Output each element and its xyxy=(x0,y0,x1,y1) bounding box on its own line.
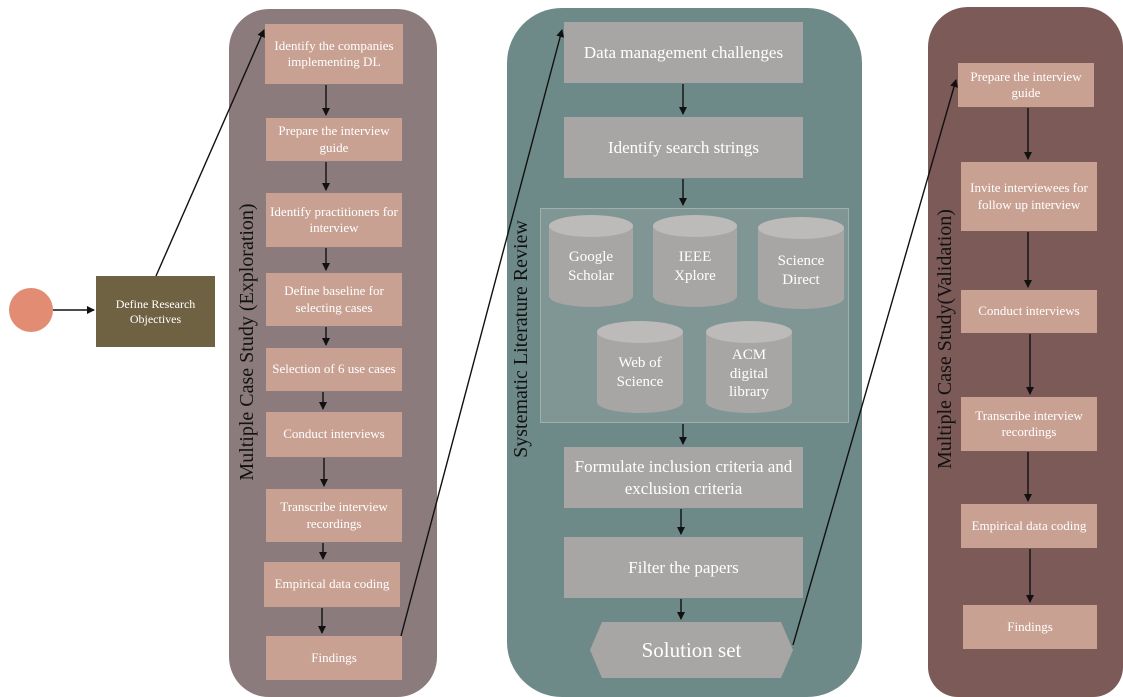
exploration-step-define-baseline: Define baseline for selecting cases xyxy=(266,273,402,326)
validation-step-data-coding: Empirical data coding xyxy=(961,504,1097,548)
exploration-step-prepare-guide: Prepare the interview guide xyxy=(266,118,402,161)
validation-step-prepare-guide: Prepare the interview guide xyxy=(958,63,1094,107)
database-cylinder-icon xyxy=(549,215,633,307)
exploration-step-identify-practitioners: Identify practitioners for interview xyxy=(266,193,402,247)
slr-title: Systematic Literature Review xyxy=(510,220,532,458)
exploration-step-findings: Findings xyxy=(266,636,402,680)
solution-set-shape xyxy=(590,622,793,678)
database-acm-digital-library: ACM digital library xyxy=(705,320,793,414)
validation-step-transcribe: Transcribe interview recordings xyxy=(961,397,1097,451)
validation-panel xyxy=(928,7,1123,697)
database-cylinder-icon xyxy=(706,321,792,413)
validation-title: Multiple Case Study(Validation) xyxy=(934,209,956,469)
slr-step-search-strings: Identify search strings xyxy=(564,117,803,178)
exploration-step-data-coding: Empirical data coding xyxy=(264,562,400,607)
exploration-step-conduct-interviews: Conduct interviews xyxy=(266,412,402,457)
validation-step-findings: Findings xyxy=(963,605,1097,649)
slr-step-filter-papers: Filter the papers xyxy=(564,537,803,598)
database-ieee-xplore: IEEE Xplore xyxy=(652,214,738,308)
database-web-of-science: Web of Science xyxy=(596,320,684,414)
exploration-step-selection-cases: Selection of 6 use cases xyxy=(266,348,402,391)
validation-step-conduct-interviews: Conduct interviews xyxy=(961,290,1097,333)
database-science-direct: Science Direct xyxy=(757,216,845,310)
start-node xyxy=(9,288,53,332)
slr-step-data-management: Data management challenges xyxy=(564,22,803,83)
exploration-step-identify-companies: Identify the companies implementing DL xyxy=(265,24,403,84)
define-research-objectives-label: Define Research Objectives xyxy=(115,296,196,326)
define-research-objectives-box: Define Research Objectives xyxy=(96,276,215,347)
database-cylinder-icon xyxy=(653,215,737,307)
validation-step-invite-interviewees: Invite interviewees for follow up interv… xyxy=(961,162,1097,231)
slr-step-inclusion-criteria: Formulate inclusion criteria and exclusi… xyxy=(564,447,803,508)
database-google-scholar: Google Scholar xyxy=(548,214,634,308)
exploration-step-transcribe: Transcribe interview recordings xyxy=(266,489,402,542)
solution-set-label: Solution set xyxy=(641,637,742,662)
exploration-title: Multiple Case Study (Exploration) xyxy=(236,203,258,481)
database-cylinder-icon xyxy=(597,321,683,413)
